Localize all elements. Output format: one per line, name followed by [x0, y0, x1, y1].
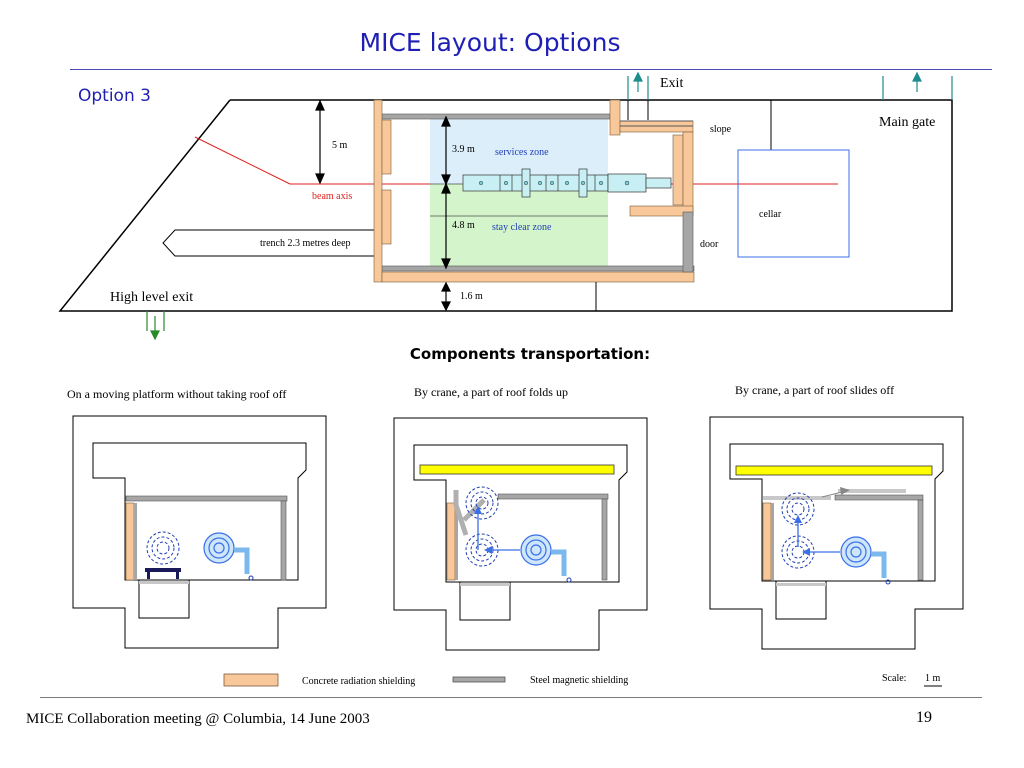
services-zone-label: services zone	[495, 147, 549, 158]
footer-divider	[40, 697, 982, 698]
concrete-right-pillar	[672, 134, 684, 206]
footer-text: MICE Collaboration meeting @ Columbia, 1…	[26, 711, 370, 727]
steel-shield-bottom	[381, 265, 695, 272]
panel-roof-folds	[393, 417, 648, 651]
concrete-right-pillar2	[682, 131, 694, 213]
panel-platform	[72, 415, 327, 649]
cellar-outline	[737, 149, 850, 258]
main-gate-label: Main gate	[879, 115, 935, 130]
caption-roof-slides: By crane, a part of roof slides off	[735, 383, 895, 397]
caption-roof-folds: By crane, a part of roof folds up	[414, 385, 568, 399]
concrete-block-lower	[381, 189, 392, 245]
transport-heading: Components transportation:	[409, 345, 651, 363]
legend-concrete-swatch	[223, 673, 279, 687]
trench-label: trench 2.3 metres deep	[260, 238, 351, 249]
exit-label: Exit	[660, 76, 683, 91]
concrete-floor	[381, 271, 695, 283]
scale-value: 1 m	[925, 673, 941, 684]
beam-axis-line	[194, 136, 291, 185]
dim-5m-label: 5 m	[332, 140, 348, 151]
transport-panels	[72, 415, 964, 687]
scale-label: Scale:	[882, 673, 907, 684]
legend-steel-label: Steel magnetic shielding	[530, 675, 629, 686]
panel-roof-slides	[709, 416, 964, 650]
beam-axis-label: beam axis	[312, 191, 352, 202]
caption-platform: On a moving platform without taking roof…	[67, 387, 287, 401]
services-zone	[430, 117, 608, 184]
high-level-exit-label: High level exit	[110, 290, 193, 305]
dim-3-9m-label: 3.9 m	[452, 144, 475, 155]
legend-steel-swatch	[452, 676, 506, 683]
stay-clear-zone-label: stay clear zone	[492, 222, 552, 233]
steel-shield-top	[381, 113, 611, 120]
legend-concrete-label: Concrete radiation shielding	[302, 676, 416, 687]
slope-label: slope	[710, 124, 732, 135]
concrete-block-upper	[381, 119, 392, 175]
title-divider	[70, 69, 992, 70]
concrete-right-top	[609, 99, 621, 136]
cellar-label: cellar	[759, 209, 782, 220]
page-number: 19	[916, 709, 932, 726]
dim-4-8m-label: 4.8 m	[452, 220, 475, 231]
door-label: door	[700, 239, 719, 250]
dim-1-6m-label: 1.6 m	[460, 291, 483, 302]
stay-clear-zone	[430, 184, 608, 269]
hall-outline	[58, 99, 953, 312]
option-label: Option 3	[78, 86, 151, 106]
concrete-right-lower	[629, 205, 694, 217]
layout-diagram: Exit Main gate slope cellar door beam ax…	[58, 71, 953, 341]
concrete-wall-left	[373, 99, 383, 283]
page-title: MICE layout: Options	[359, 28, 621, 57]
trench-outline	[162, 229, 374, 257]
